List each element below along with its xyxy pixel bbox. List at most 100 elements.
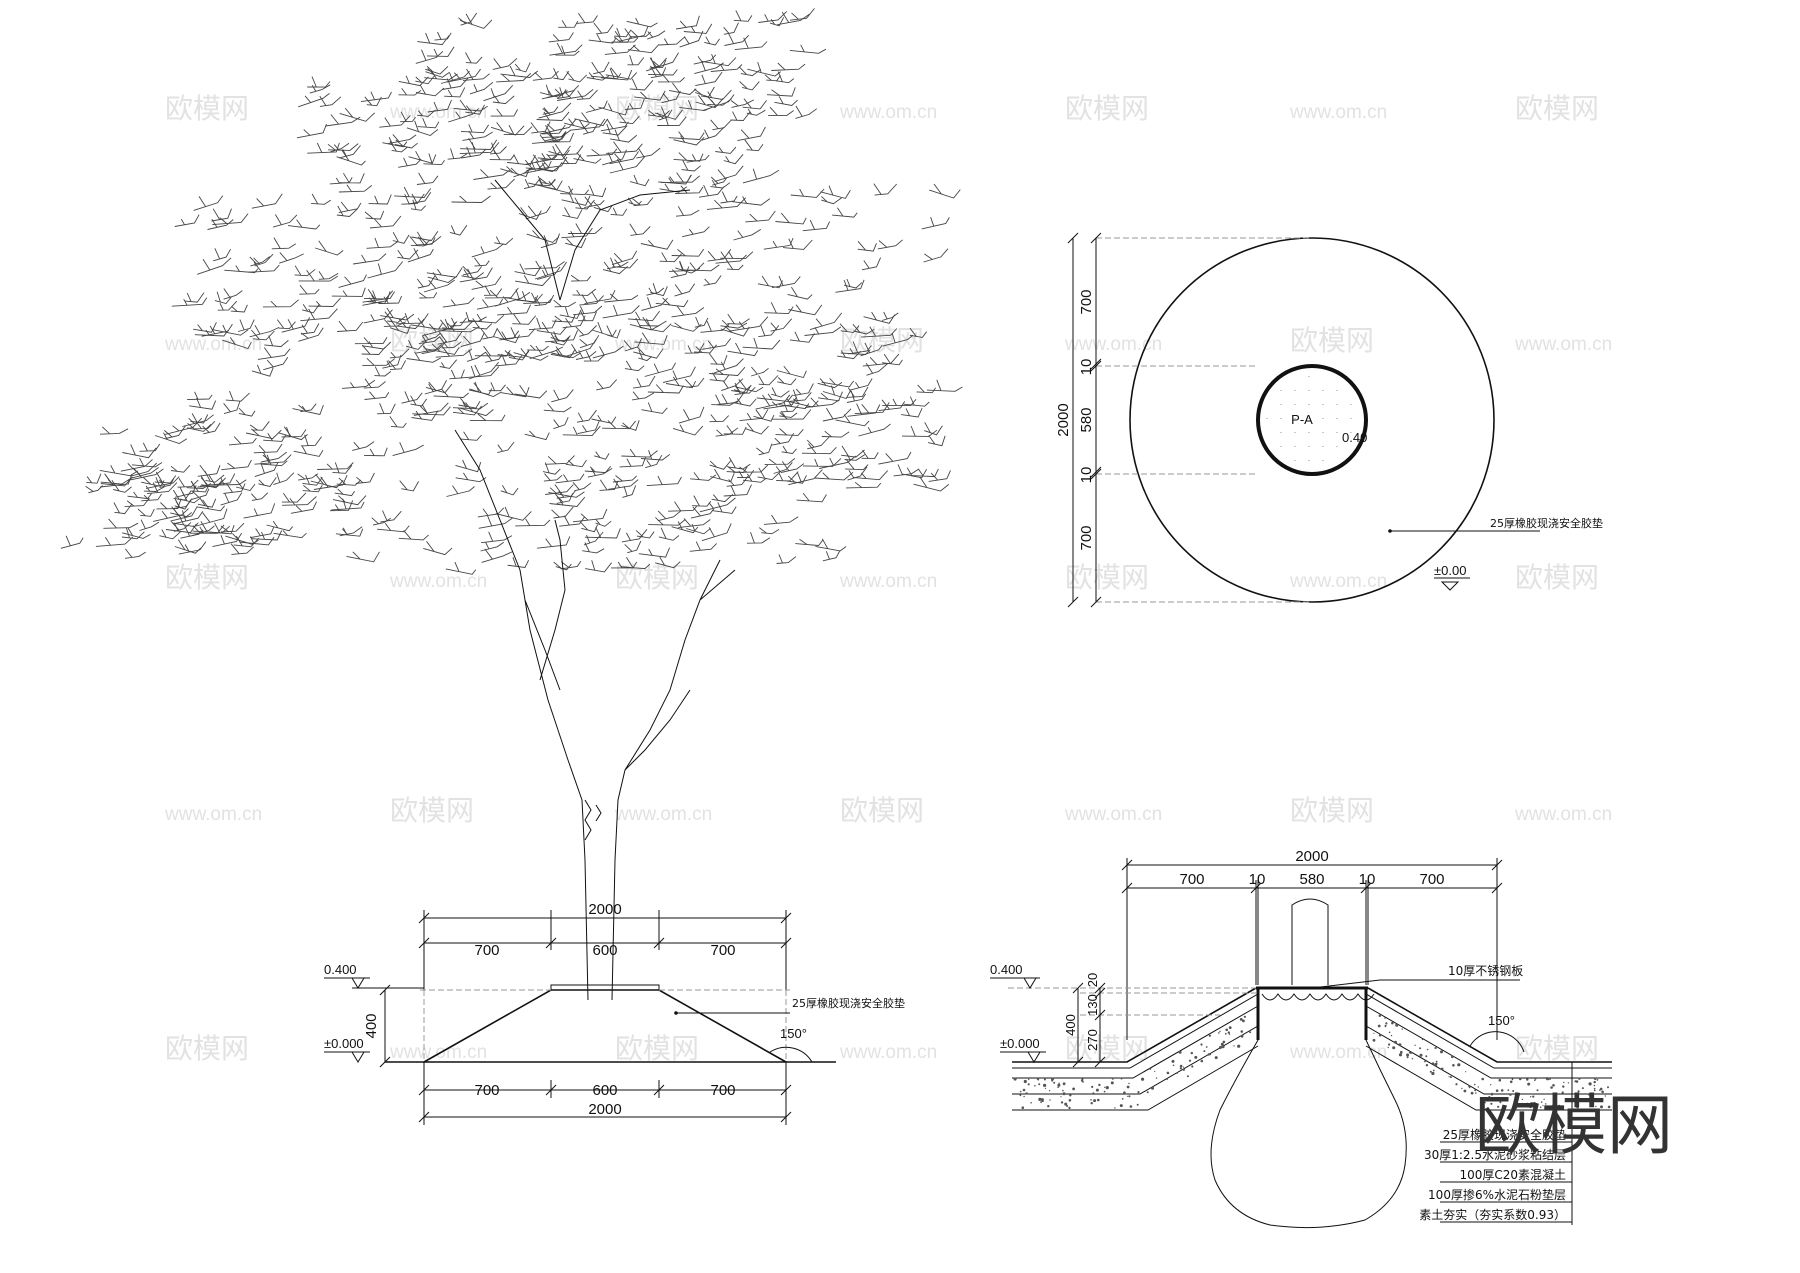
canopy-twig bbox=[550, 333, 570, 346]
canopy-twig bbox=[254, 462, 279, 478]
gravel-dot bbox=[1390, 1034, 1393, 1037]
canopy-twig bbox=[311, 193, 332, 205]
pit-dot: · bbox=[1308, 428, 1311, 437]
canopy-twig bbox=[878, 451, 912, 465]
canopy-twig bbox=[524, 260, 565, 270]
canopy-twig bbox=[298, 327, 324, 342]
canopy-twig bbox=[388, 360, 406, 371]
gravel-dot bbox=[1490, 1102, 1493, 1105]
canopy-twig bbox=[847, 466, 868, 481]
canopy-twig bbox=[455, 459, 482, 473]
canopy-twig bbox=[640, 239, 674, 250]
gravel-dot bbox=[1388, 1043, 1391, 1046]
canopy-twig bbox=[85, 485, 103, 494]
gravel-dot bbox=[1218, 1032, 1220, 1034]
canopy-twig bbox=[694, 316, 709, 328]
canopy-twig bbox=[542, 124, 566, 135]
canopy-twig bbox=[362, 357, 395, 366]
canopy-twig bbox=[497, 349, 530, 358]
canopy-twig bbox=[459, 402, 494, 417]
canopy-twig bbox=[502, 327, 536, 340]
canopy-twig bbox=[551, 346, 581, 359]
gravel-dot bbox=[1225, 1028, 1228, 1032]
canopy-twig bbox=[774, 96, 798, 106]
canopy-twig bbox=[364, 391, 390, 400]
canopy-twig bbox=[595, 519, 612, 527]
canopy-twig bbox=[714, 165, 744, 182]
canopy-twig bbox=[425, 381, 453, 394]
gravel-dot bbox=[1080, 1079, 1084, 1082]
plan-pit-fill-pattern: ································· bbox=[1266, 372, 1353, 465]
canopy-twig bbox=[131, 457, 163, 468]
canopy-twig bbox=[415, 75, 435, 85]
canopy-twig bbox=[442, 297, 475, 308]
canopy-twig bbox=[602, 261, 628, 275]
canopy-twig bbox=[671, 305, 705, 318]
canopy-twig bbox=[193, 195, 224, 211]
canopy-twig bbox=[335, 528, 364, 537]
canopy-twig bbox=[691, 495, 712, 507]
gravel-dot bbox=[1178, 1050, 1182, 1054]
gravel-dot bbox=[1119, 1104, 1123, 1108]
gravel-dot bbox=[1452, 1064, 1455, 1067]
pit-dot: · bbox=[1308, 442, 1311, 451]
canopy-twig bbox=[536, 111, 570, 121]
gravel-dot bbox=[1062, 1082, 1066, 1086]
canopy-twig bbox=[711, 394, 738, 406]
canopy-twig bbox=[377, 403, 396, 415]
gravel-dot bbox=[1249, 1031, 1252, 1034]
canopy-twig bbox=[698, 184, 725, 198]
canopy-twig bbox=[557, 89, 594, 101]
canopy-twig bbox=[453, 99, 488, 112]
canopy-twig bbox=[757, 275, 783, 289]
gravel-dot bbox=[1530, 1096, 1532, 1098]
canopy-twig bbox=[461, 269, 484, 279]
canopy-twig bbox=[852, 470, 889, 481]
canopy-twig bbox=[720, 191, 738, 204]
canopy-twig bbox=[496, 72, 532, 83]
pit-dot: · bbox=[1350, 400, 1353, 409]
gravel-dot bbox=[1224, 1032, 1227, 1035]
canopy-twig bbox=[739, 409, 769, 422]
canopy-twig bbox=[759, 527, 780, 535]
canopy-twig bbox=[95, 536, 134, 547]
gravel-dot bbox=[1219, 1030, 1221, 1033]
gravel-dot bbox=[1062, 1089, 1064, 1092]
canopy-twig bbox=[775, 428, 804, 436]
canopy-twig bbox=[668, 501, 698, 512]
canopy-twig bbox=[249, 324, 280, 338]
tree-illustration bbox=[60, 8, 963, 1001]
canopy-twig bbox=[449, 224, 468, 236]
canopy-twig bbox=[174, 214, 200, 227]
gravel-dot bbox=[1060, 1101, 1064, 1104]
canopy-twig bbox=[602, 149, 627, 166]
gravel-dot bbox=[1372, 1038, 1376, 1042]
gravel-dot bbox=[1607, 1086, 1609, 1089]
canopy-twig bbox=[415, 84, 445, 97]
gravel-dot bbox=[1214, 1056, 1218, 1060]
canopy-twig bbox=[174, 539, 202, 554]
canopy-twig bbox=[787, 286, 813, 300]
canopy-twig bbox=[339, 526, 363, 537]
canopy-twig bbox=[843, 278, 863, 289]
gravel-dot bbox=[1514, 1106, 1518, 1110]
canopy-twig bbox=[439, 336, 462, 349]
canopy-twig bbox=[822, 407, 852, 422]
canopy-twig bbox=[515, 275, 552, 287]
canopy-twig bbox=[197, 497, 217, 508]
canopy-twig bbox=[319, 95, 342, 107]
pit-dot: · bbox=[1294, 442, 1297, 451]
canopy-twig bbox=[139, 519, 160, 531]
canopy-twig bbox=[525, 160, 563, 172]
canopy-twig bbox=[339, 107, 376, 122]
canopy-twig bbox=[156, 499, 182, 510]
canopy-twig bbox=[495, 506, 532, 521]
canopy-twig bbox=[542, 106, 559, 115]
canopy-twig bbox=[230, 543, 255, 555]
canopy-twig bbox=[682, 226, 710, 238]
elev-dim-left-top: 700 bbox=[474, 942, 499, 959]
gravel-dot bbox=[1228, 1033, 1231, 1035]
canopy-twig bbox=[727, 342, 759, 357]
canopy-twig bbox=[532, 70, 559, 81]
pit-dot: · bbox=[1294, 456, 1297, 465]
